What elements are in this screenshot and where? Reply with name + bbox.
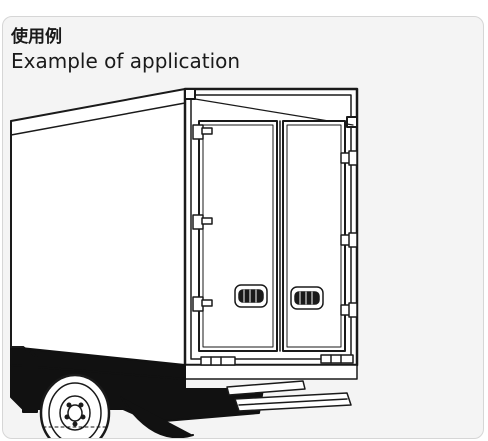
mud-flap: [10, 346, 38, 413]
title-english: Example of application: [11, 49, 241, 73]
right-door: [279, 120, 346, 352]
truck-rear-illustration: [10, 87, 359, 438]
left-door: [198, 120, 278, 352]
right-hinges: [340, 150, 358, 318]
rear-bumper: [184, 354, 358, 380]
truck-side-panel: [10, 88, 186, 366]
rear-step: [226, 380, 352, 412]
left-hinges: [192, 124, 213, 312]
application-example-card: 使用例 Example of application: [2, 16, 484, 439]
second-wheel: [120, 396, 194, 438]
title-japanese: 使用例: [11, 27, 62, 47]
rear-wheel: [39, 373, 111, 438]
door-handles: [234, 284, 324, 310]
